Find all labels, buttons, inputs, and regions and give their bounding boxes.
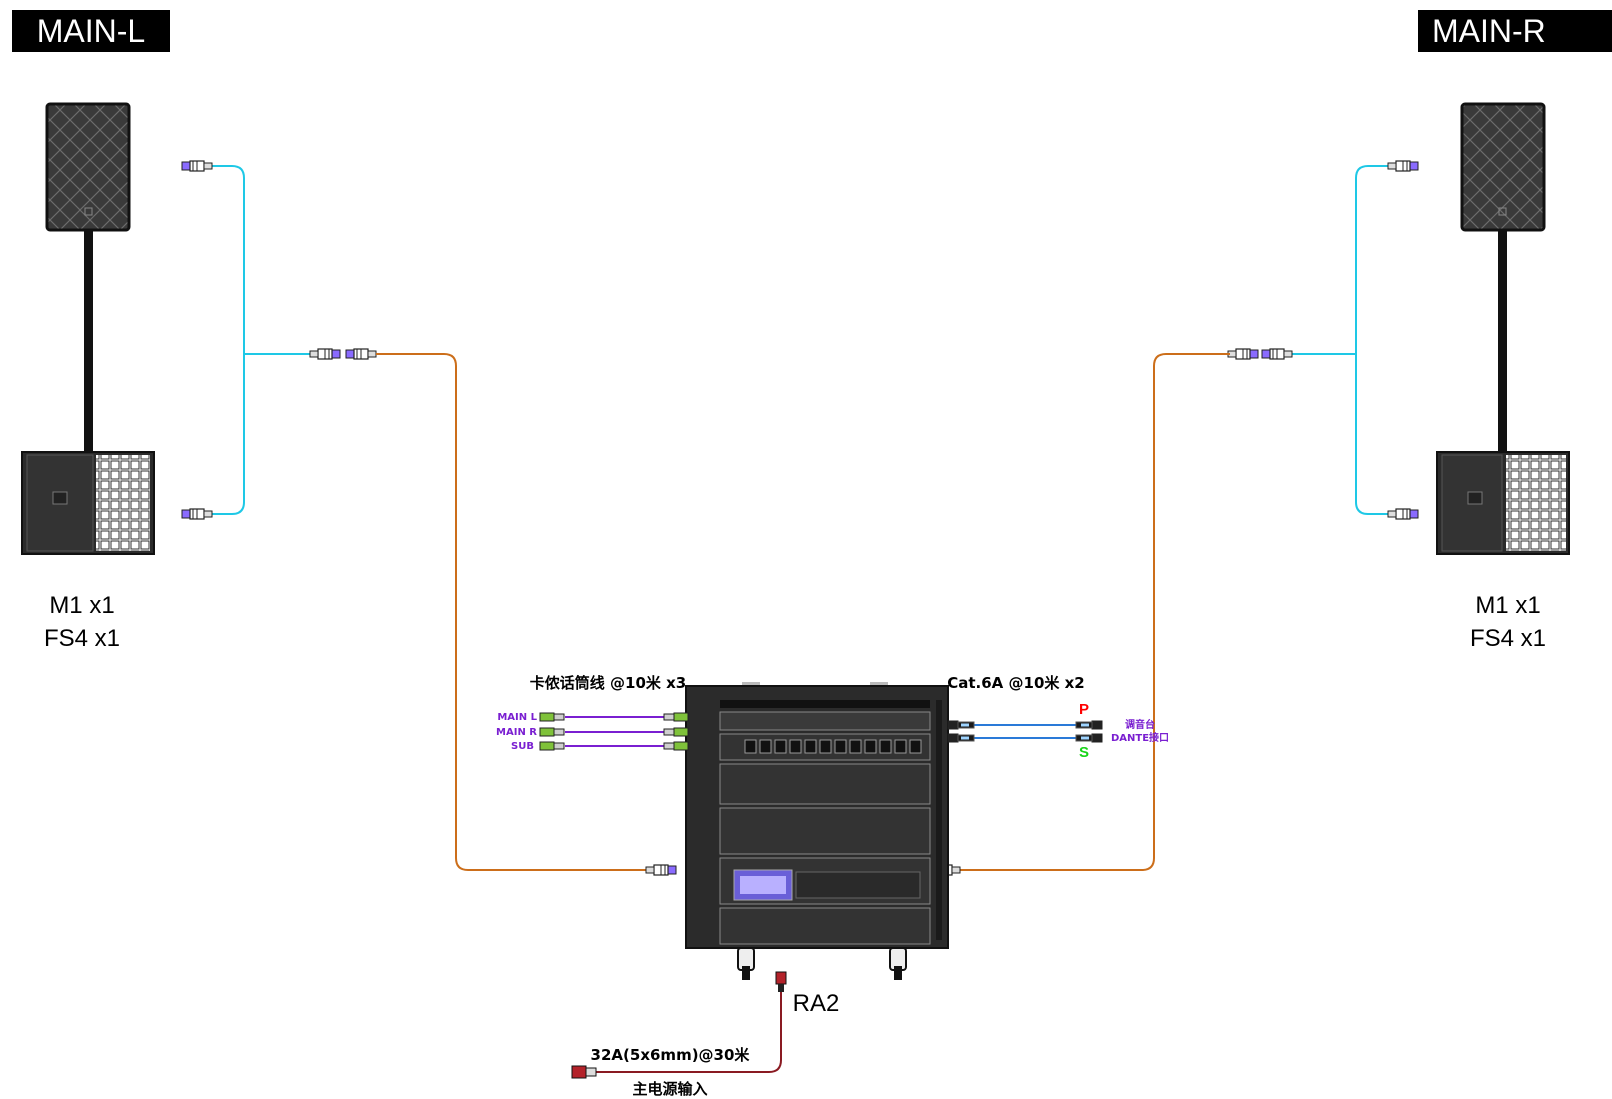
connector-icon — [181, 508, 213, 520]
connector-icon — [309, 348, 341, 360]
subwoofer-icon — [1436, 451, 1570, 555]
right-speaker-stack — [1436, 102, 1570, 555]
mic-channel-main-l: MAIN L — [497, 712, 537, 723]
connector-icon — [1261, 348, 1293, 360]
console-label: 调音台 — [1125, 718, 1155, 731]
connector-icon — [539, 712, 565, 722]
svg-text:MAIN-R: MAIN-R — [1432, 13, 1546, 49]
rack-wheels — [737, 947, 907, 980]
primary-label: P — [1079, 701, 1089, 718]
left-speaker-cables — [210, 165, 312, 515]
connector-icon — [1387, 160, 1419, 172]
right-units-line2: FS4 x1 — [1470, 625, 1546, 652]
main-right-title: MAIN-R — [1418, 10, 1612, 52]
right-trunk-cable — [960, 353, 1230, 871]
speaker-icon — [45, 102, 131, 232]
network-cables — [974, 724, 1076, 739]
patch-ports — [744, 739, 922, 754]
connector-icon — [947, 720, 975, 730]
main-left-title: MAIN-L — [12, 10, 170, 52]
left-trunk-cable — [376, 353, 646, 871]
rack-icon — [685, 682, 949, 980]
speaker-icon — [1460, 102, 1546, 232]
connector-icon — [947, 733, 975, 743]
rack-name: RA2 — [793, 990, 840, 1017]
connector-icon — [1227, 348, 1259, 360]
connector-icon — [1387, 508, 1419, 520]
secondary-label: S — [1079, 744, 1089, 761]
connector-icon — [663, 741, 689, 751]
connector-icon — [663, 712, 689, 722]
power-plug-rack — [775, 971, 787, 992]
mic-channel-sub: SUB — [511, 741, 534, 752]
connector-icon — [1075, 720, 1103, 730]
power-cable — [595, 992, 782, 1073]
connector-icon — [539, 727, 565, 737]
connector-icon — [663, 727, 689, 737]
network-cable-label: Cat.6A @10米 x2 — [947, 674, 1084, 692]
right-speaker-cables — [1290, 165, 1390, 515]
subwoofer-icon — [21, 451, 155, 555]
connector-icon — [1075, 733, 1103, 743]
left-speaker-stack — [21, 102, 155, 555]
left-units-line2: FS4 x1 — [44, 625, 120, 652]
svg-text:MAIN-L: MAIN-L — [37, 13, 145, 49]
mic-cable-label: 卡侬话筒线 @10米 x3 — [530, 674, 686, 692]
left-units-line1: M1 x1 — [49, 592, 114, 619]
connector-icon — [345, 348, 377, 360]
power-cable-label: 32A(5x6mm)@30米 — [591, 1046, 751, 1064]
power-plug-end — [571, 1065, 597, 1079]
dante-label: DANTE接口 — [1111, 731, 1169, 744]
mic-channel-main-r: MAIN R — [496, 727, 537, 738]
mic-cables — [565, 716, 668, 747]
connector-icon — [539, 741, 565, 751]
right-units-line1: M1 x1 — [1475, 592, 1540, 619]
connector-icon — [645, 864, 677, 876]
connector-icon — [181, 160, 213, 172]
power-input-label: 主电源输入 — [632, 1080, 707, 1098]
